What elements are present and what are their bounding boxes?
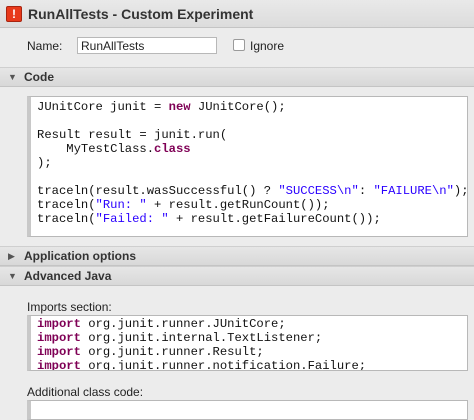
chevron-right-icon: ▶ [8,250,15,261]
code-keyword: import [37,345,81,359]
code-string: "FAILURE\n" [373,184,454,198]
additional-class-code-label: Additional class code: [27,385,144,399]
chevron-down-icon: ▼ [8,72,17,82]
section-header-advanced-java[interactable]: ▼ Advanced Java [0,266,474,286]
code-line [31,114,467,128]
code-text: MyTestClass. [37,142,155,156]
code-text: traceln(result.wasSuccessful() ? [37,184,279,198]
code-line: JUnitCore junit = new JUnitCore(); [31,100,467,114]
section-header-application-options[interactable]: ▶ Application options [0,246,474,266]
code-keyword: new [168,100,191,114]
code-text: traceln( [37,198,96,212]
code-text: ); [453,184,468,198]
section-title-code: Code [24,70,54,84]
imports-line: import org.junit.runner.Result; [31,345,467,359]
code-line: traceln("Failed: " + result.getFailureCo… [31,212,467,226]
code-text: traceln( [37,212,96,226]
chevron-down-icon: ▼ [8,271,17,281]
code-string: "SUCCESS\n" [278,184,359,198]
code-text: org.junit.runner.JUnitCore; [80,317,286,331]
imports-section-label: Imports section: [27,300,112,314]
name-field[interactable] [77,37,217,54]
code-text: : [358,184,374,198]
imports-line: import org.junit.runner.notification.Fai… [31,359,467,371]
code-line: Result result = junit.run( [31,128,467,142]
name-row: Name: Ignore [0,30,474,62]
code-line: ); [31,156,467,170]
code-line: traceln("Run: " + result.getRunCount()); [31,198,467,212]
code-keyword: class [154,142,191,156]
window-title: RunAllTests - Custom Experiment [28,5,254,22]
app-icon: ! [6,5,22,22]
code-text: + result.getRunCount()); [146,198,330,212]
code-string: "Run: " [95,198,147,212]
code-keyword: import [37,359,81,371]
section-title-advanced-java: Advanced Java [24,269,112,283]
code-text: + result.getFailureCount()); [168,212,381,226]
imports-line: import org.junit.runner.JUnitCore; [31,317,467,331]
code-text: org.junit.runner.notification.Failure; [80,359,367,371]
name-label: Name: [27,39,63,53]
code-string: "Failed: " [95,212,169,226]
code-text: Result result = junit.run( [37,128,228,142]
code-keyword: import [37,317,81,331]
code-text: ); [37,156,52,170]
section-header-code[interactable]: ▼ Code [0,67,474,87]
window-titlebar: ! RunAllTests - Custom Experiment [0,0,474,28]
ignore-label[interactable]: Ignore [250,39,285,53]
code-line: traceln(result.wasSuccessful() ? "SUCCES… [31,184,467,198]
code-keyword: import [37,331,81,345]
imports-line: import org.junit.internal.TextListener; [31,331,467,345]
additional-class-code-editor[interactable] [27,400,468,420]
code-editor[interactable]: JUnitCore junit = new JUnitCore(); Resul… [27,96,468,237]
code-text: JUnitCore junit = [37,100,169,114]
code-text: JUnitCore(); [190,100,286,114]
code-text: org.junit.runner.Result; [80,345,264,359]
section-title-application-options: Application options [24,249,136,263]
code-line: MyTestClass.class [31,142,467,156]
code-line [31,170,467,184]
code-text: org.junit.internal.TextListener; [80,331,323,345]
ignore-checkbox[interactable] [233,39,245,51]
imports-editor[interactable]: import org.junit.runner.JUnitCore;import… [27,315,468,371]
